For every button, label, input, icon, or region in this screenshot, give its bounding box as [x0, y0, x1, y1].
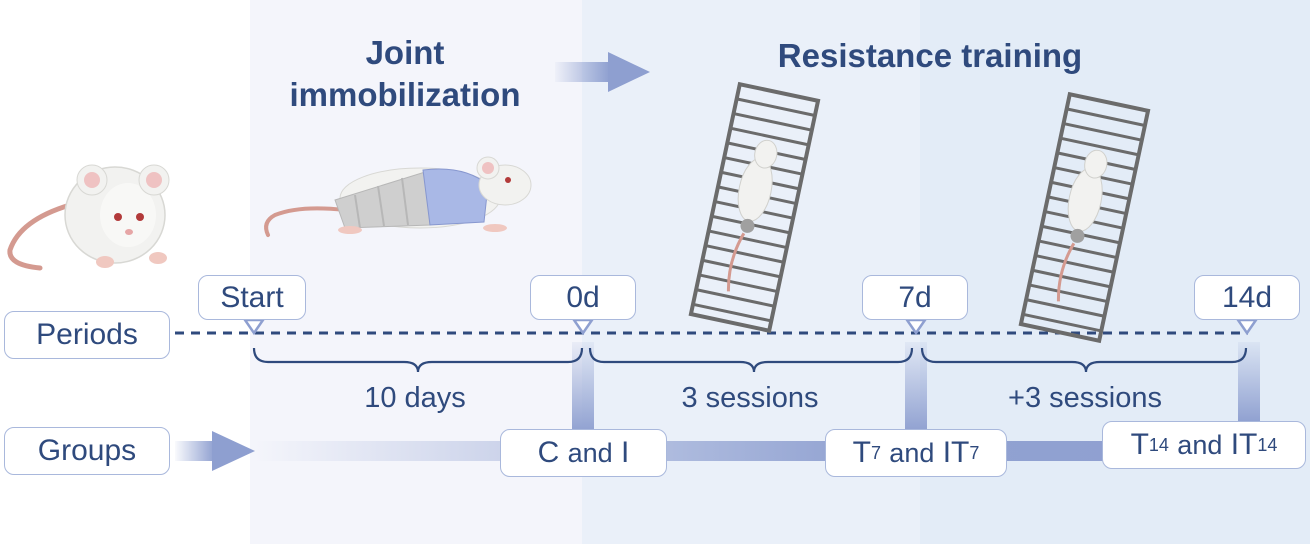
- group-conjunction: and: [889, 437, 935, 468]
- connector-7d: [905, 342, 927, 434]
- timepoint-start: Start: [198, 275, 306, 320]
- marker-7d: [904, 318, 928, 336]
- ladder-climbing-rat-icon: [1018, 91, 1151, 344]
- timepoint-14d: 14d: [1194, 275, 1300, 320]
- group-subscript: 7: [969, 442, 980, 463]
- group-label: IT: [942, 436, 970, 469]
- groups-label: Groups: [4, 427, 170, 475]
- immobilized-rat-icon: [264, 156, 532, 237]
- marker-0d: [571, 318, 595, 336]
- group-c-and-i: C and I: [500, 429, 667, 477]
- connector-0d: [572, 342, 594, 434]
- interval-10-days: 10 days: [364, 382, 466, 414]
- immobilization-title: Joint immobilization: [289, 34, 521, 113]
- timepoint-7d: 7d: [862, 275, 968, 320]
- interval-3-sessions: 3 sessions: [681, 382, 819, 414]
- group-subscript: 14: [1257, 434, 1278, 455]
- group-label: T: [1130, 428, 1149, 461]
- group-subscript: 14: [1148, 434, 1169, 455]
- groups-arrow: [175, 431, 255, 471]
- group-label: IT: [1230, 428, 1258, 461]
- brace-3-sessions: [588, 347, 914, 373]
- brace-10-days: [252, 347, 584, 373]
- marker-14d: [1235, 318, 1259, 336]
- ladder-climbing-rat-icon: [688, 81, 821, 334]
- periods-label: Periods: [4, 311, 170, 359]
- phase-transition-arrow: [555, 52, 650, 92]
- interval-plus-3-sessions: +3 sessions: [1008, 382, 1162, 414]
- brace-plus-3-sessions: [920, 347, 1248, 373]
- group-label: I: [621, 436, 630, 469]
- group-label: C: [537, 436, 560, 469]
- group-conjunction: and: [567, 437, 613, 468]
- group-label: T: [852, 436, 871, 469]
- marker-start: [242, 318, 266, 336]
- timepoint-0d: 0d: [530, 275, 636, 320]
- connector-14d: [1238, 342, 1260, 424]
- group-subscript: 7: [870, 442, 881, 463]
- training-title: Resistance training: [777, 37, 1083, 74]
- group-conjunction: and: [1177, 429, 1223, 460]
- rat-icon: [7, 164, 170, 271]
